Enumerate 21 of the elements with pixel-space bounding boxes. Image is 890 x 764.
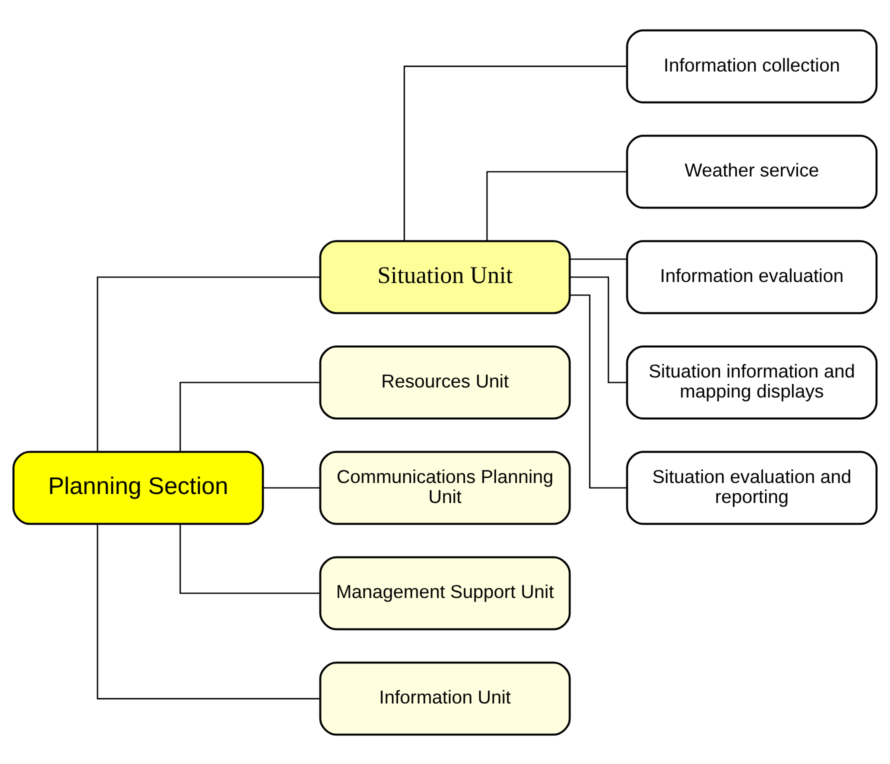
connector <box>486 170 627 240</box>
connector <box>96 276 320 452</box>
connector <box>262 486 320 488</box>
node-box: Planning Section <box>12 450 264 524</box>
connector <box>404 65 627 240</box>
connector <box>570 276 627 383</box>
connector <box>180 524 320 594</box>
connector <box>96 524 320 699</box>
node-box: Situation information and mapping displays <box>626 344 878 420</box>
node-box: Communications Planning Unit <box>319 450 571 524</box>
node-box: Information evaluation <box>626 240 878 314</box>
connector <box>570 258 627 260</box>
node-box: Situation Unit <box>319 240 571 314</box>
node-box: Weather service <box>626 134 878 208</box>
connector <box>180 381 320 452</box>
node-box: Situation evaluation and reporting <box>626 450 878 524</box>
node-box: Information Unit <box>319 661 571 736</box>
connector <box>570 294 627 488</box>
node-box: Management Support Unit <box>319 556 571 630</box>
node-box: Resources Unit <box>319 344 571 420</box>
node-box: Information collection <box>626 28 878 103</box>
